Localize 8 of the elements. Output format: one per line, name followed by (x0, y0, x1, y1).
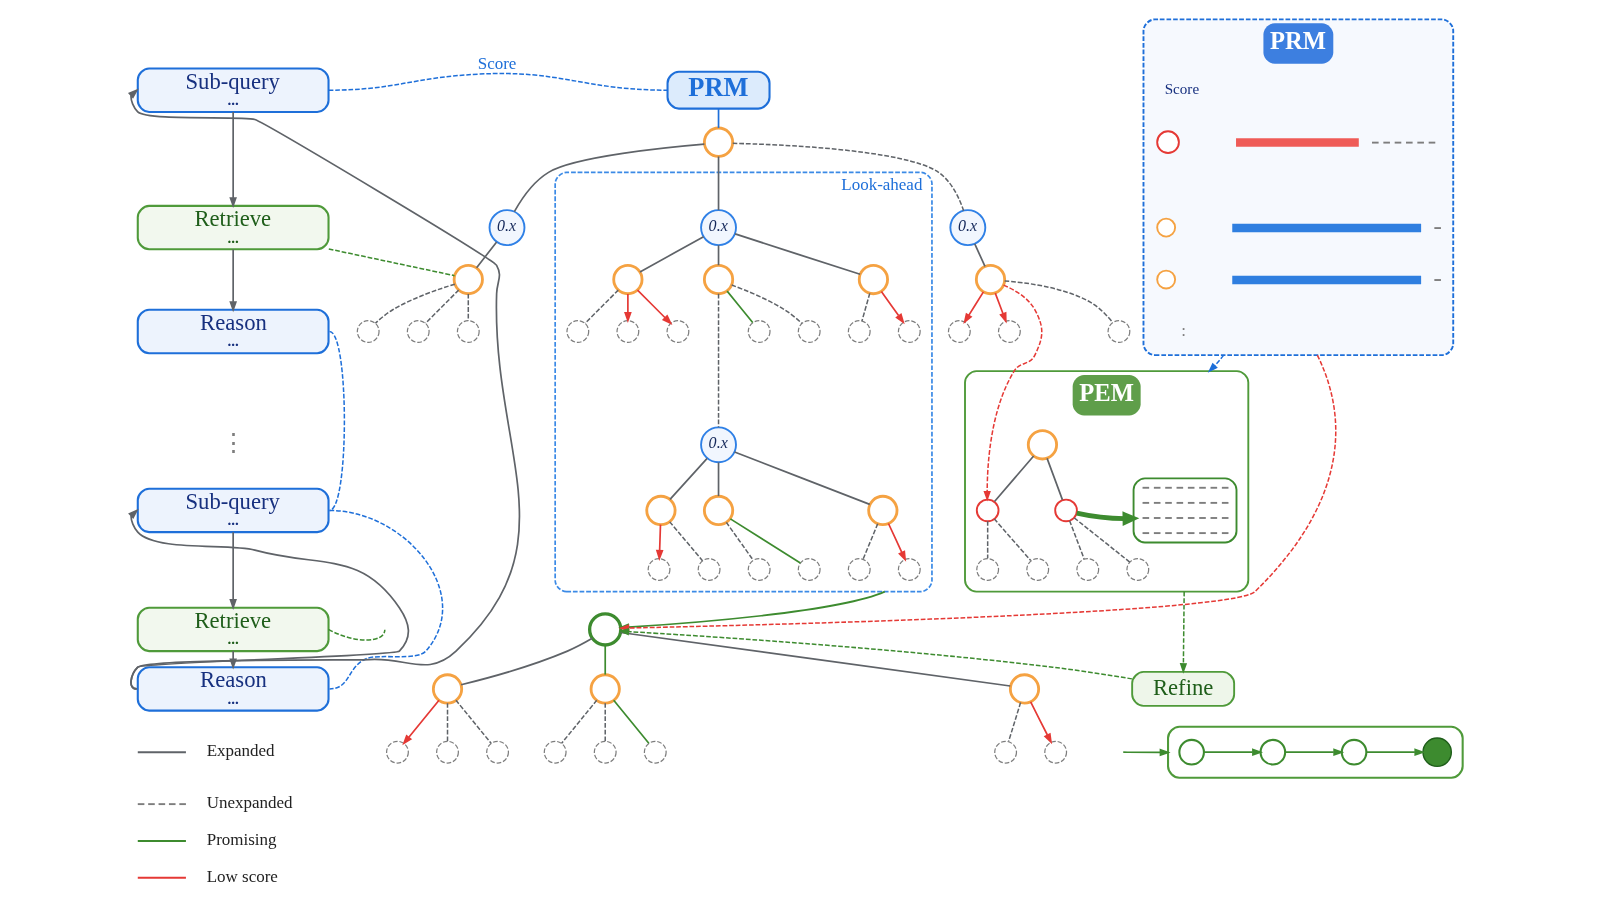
label: ⋮ (220, 428, 246, 456)
legend-label: Expanded (206, 741, 275, 761)
label: Score (1164, 80, 1199, 97)
legend-label: Low score (206, 866, 278, 886)
label: : (1180, 320, 1186, 340)
edge-label: Score (477, 53, 516, 73)
legend-label: Unexpanded (206, 793, 293, 813)
legend-label: Promising (206, 830, 277, 850)
